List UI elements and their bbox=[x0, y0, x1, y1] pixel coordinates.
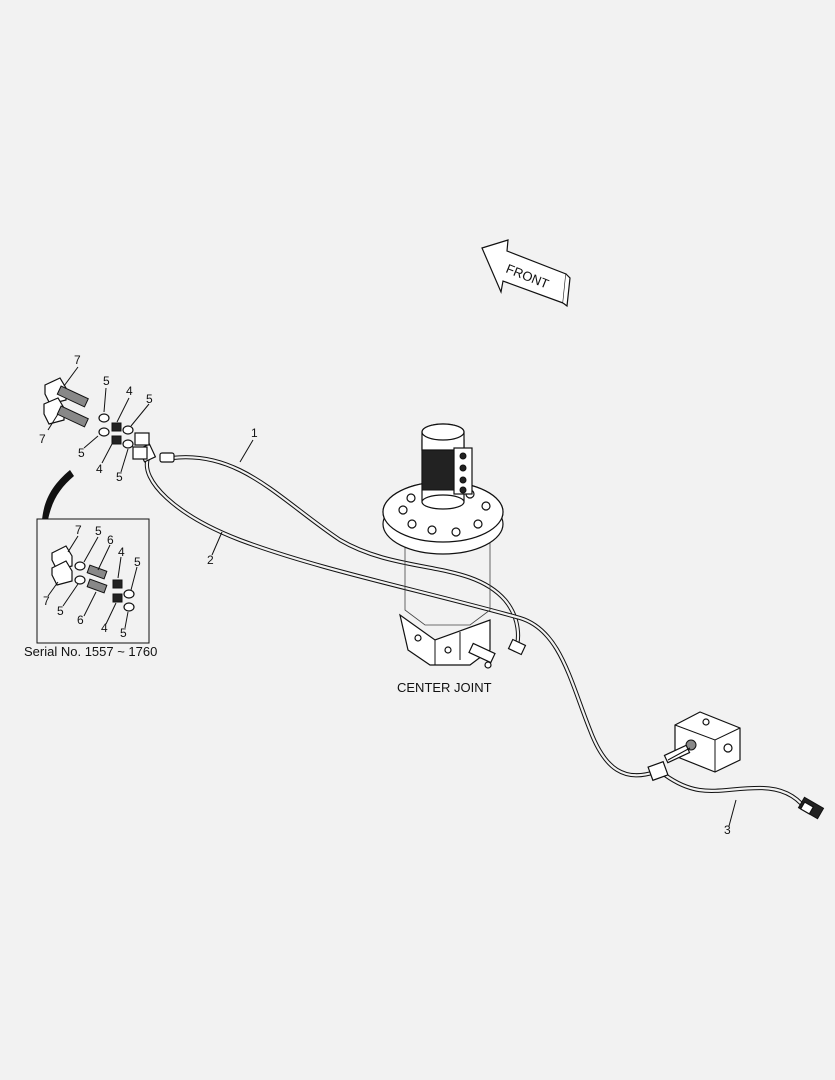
inset-callout-7-b: 7 bbox=[43, 594, 50, 608]
inset-callout-4-a: 4 bbox=[118, 545, 125, 559]
inset-callout-4-b: 4 bbox=[101, 621, 108, 635]
callout-1: 1 bbox=[251, 426, 258, 440]
inset-detail: 7 5 6 4 5 7 5 6 4 5 bbox=[36, 518, 150, 644]
callout-7-lower: 7 bbox=[39, 432, 46, 446]
hose-2 bbox=[144, 455, 658, 778]
callout-7-top: 7 bbox=[74, 353, 81, 367]
inset-callout-7-a: 7 bbox=[75, 523, 82, 537]
callout-5-a: 5 bbox=[103, 374, 110, 388]
callout-5-b: 5 bbox=[146, 392, 153, 406]
center-joint-label: CENTER JOINT bbox=[397, 680, 492, 695]
callout-2: 2 bbox=[207, 553, 214, 567]
callout-4-b: 4 bbox=[96, 462, 103, 476]
valve-block bbox=[663, 711, 741, 773]
inset-callout-6-b: 6 bbox=[77, 613, 84, 627]
inset-callout-5-c: 5 bbox=[57, 604, 64, 618]
inset-callout-5-a: 5 bbox=[95, 524, 102, 538]
inset-callout-5-d: 5 bbox=[120, 626, 127, 640]
fittings-group bbox=[43, 377, 150, 460]
callout-5-c: 5 bbox=[78, 446, 85, 460]
inset-caption: Serial No. 1557 ~ 1760 bbox=[24, 644, 157, 659]
inset-pointer-icon bbox=[42, 470, 74, 520]
callout-5-d: 5 bbox=[116, 470, 123, 484]
callout-4-a: 4 bbox=[126, 384, 133, 398]
hose-1 bbox=[169, 455, 521, 653]
front-arrow-icon: FRONT bbox=[481, 239, 571, 308]
inset-callout-6-a: 6 bbox=[107, 533, 114, 547]
center-joint bbox=[382, 423, 504, 669]
callout-3: 3 bbox=[724, 823, 731, 837]
hose-3 bbox=[662, 772, 808, 811]
inset-callout-5-b: 5 bbox=[134, 555, 141, 569]
leader-lines bbox=[47, 366, 737, 827]
